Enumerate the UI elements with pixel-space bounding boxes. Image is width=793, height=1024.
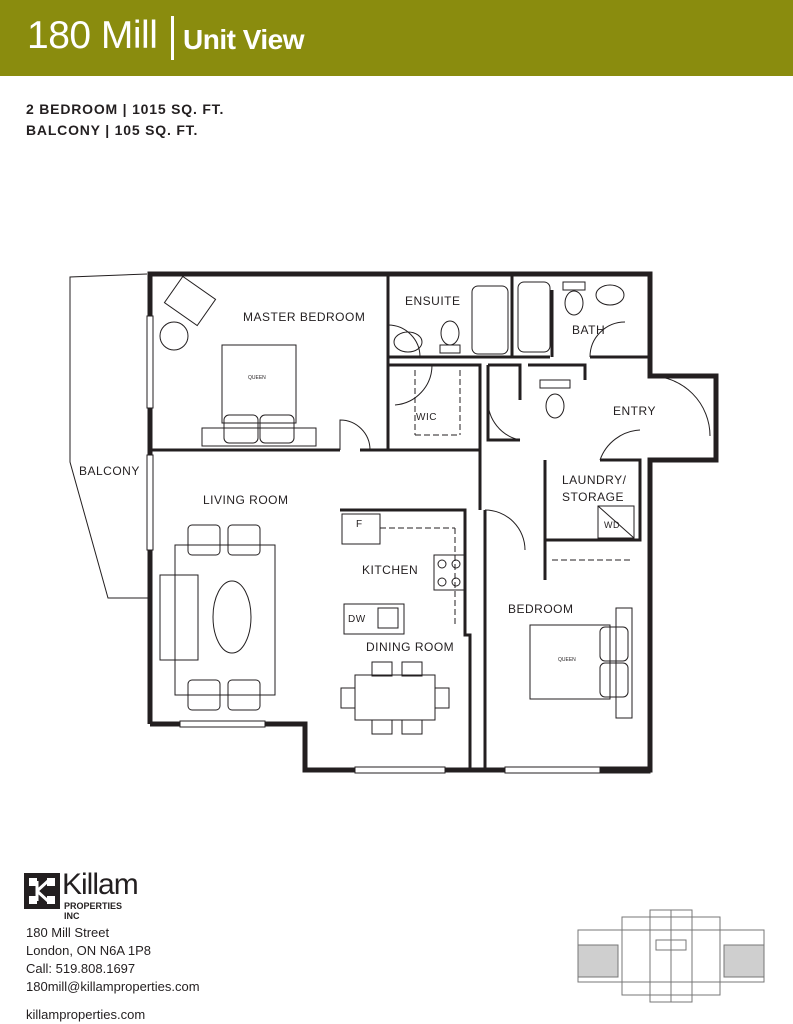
exterior-walls xyxy=(147,271,719,773)
label-living-room: LIVING ROOM xyxy=(203,493,289,507)
label-dw: DW xyxy=(348,614,366,625)
street-address: 180 Mill Street xyxy=(26,925,110,940)
master-bed xyxy=(221,344,297,424)
logo-name: Killam xyxy=(62,868,139,901)
label-entry: ENTRY xyxy=(613,404,656,418)
email-link[interactable]: 180mill@killamproperties.com xyxy=(26,979,200,994)
label-wic: WIC xyxy=(416,412,437,423)
label-wd: WD xyxy=(604,520,620,530)
label-storage: STORAGE xyxy=(562,490,624,504)
balcony-size: BALCONY | 105 SQ. FT. xyxy=(26,122,199,138)
label-dining-room: DINING ROOM xyxy=(366,640,455,654)
balcony-outline xyxy=(69,273,150,599)
unit-size: 2 BEDROOM | 1015 SQ. FT. xyxy=(26,101,225,117)
page-subtitle: Unit View xyxy=(183,24,305,55)
killam-logo-mark xyxy=(24,873,60,909)
website-link[interactable]: killamproperties.com xyxy=(26,1007,146,1022)
interior-walls xyxy=(150,274,650,770)
label-queen-bedroom: QUEEN xyxy=(558,657,576,663)
label-bath: BATH xyxy=(572,323,606,337)
label-laundry: LAUNDRY/ xyxy=(562,473,627,487)
label-master-bedroom: MASTER BEDROOM xyxy=(243,310,366,324)
building-title: 180 Mill xyxy=(27,14,158,57)
building-key-plan xyxy=(577,909,765,1003)
city-address: London, ON N6A 1P8 xyxy=(26,943,152,958)
label-ensuite: ENSUITE xyxy=(405,294,461,308)
phone: Call: 519.808.1697 xyxy=(26,961,136,976)
label-balcony: BALCONY xyxy=(79,464,140,478)
title-divider xyxy=(171,16,174,60)
label-queen-master: QUEEN xyxy=(248,375,266,381)
header-banner: 180 Mill Unit View xyxy=(0,0,793,76)
label-fridge: F xyxy=(356,519,363,530)
label-kitchen: KITCHEN xyxy=(362,563,419,577)
killam-logo: Killam PROPERTIES INC xyxy=(24,868,139,921)
label-bedroom: BEDROOM xyxy=(508,602,574,616)
logo-subtitle: PROPERTIES INC xyxy=(64,901,123,921)
